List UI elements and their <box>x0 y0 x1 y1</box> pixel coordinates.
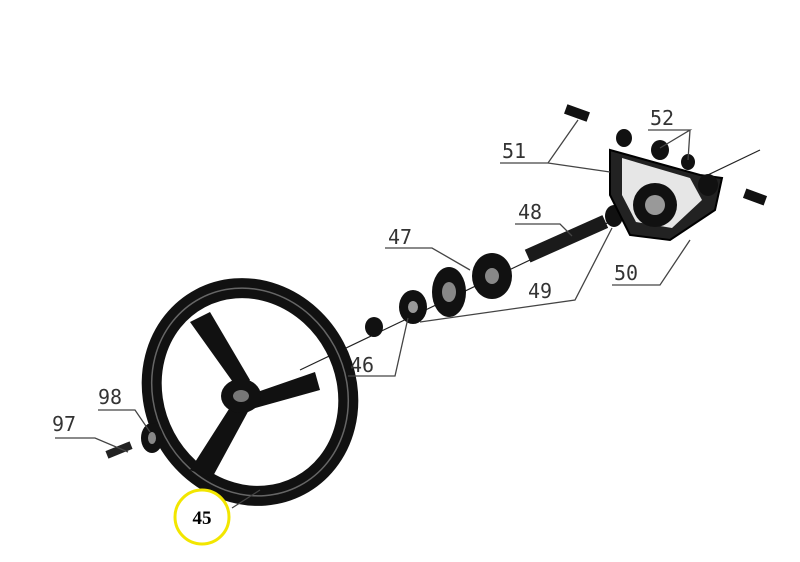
callout-47: 47 <box>388 225 412 249</box>
washer-part <box>141 423 163 453</box>
leader-45 <box>231 489 261 509</box>
nut-part <box>365 290 427 337</box>
leader-49 <box>419 227 613 323</box>
callout-52: 52 <box>650 106 674 130</box>
leader-47 <box>385 247 471 271</box>
gear-part <box>432 253 512 317</box>
callout-49: 49 <box>528 279 552 303</box>
housing-bolt-part <box>564 104 768 206</box>
highlight-ring <box>173 488 231 546</box>
highlight-label: 45 <box>193 508 212 529</box>
steering-wheel <box>141 278 359 506</box>
bolt-part <box>105 441 133 459</box>
leader-51 <box>500 119 611 173</box>
leader-50 <box>612 239 691 286</box>
leader-46 <box>348 317 409 377</box>
leader-97 <box>55 437 129 453</box>
callout-51: 51 <box>502 139 526 163</box>
leader-52 <box>648 129 693 161</box>
callout-46: 46 <box>350 353 374 377</box>
gear-housing-part <box>609 148 724 242</box>
leader-98 <box>98 409 151 433</box>
callout-48: 48 <box>518 200 542 224</box>
callout-98: 98 <box>98 385 122 409</box>
callout-97: 97 <box>52 412 76 436</box>
leader-48 <box>515 223 573 237</box>
highlight-callout-45: 45 <box>173 488 231 546</box>
callout-50: 50 <box>614 261 638 285</box>
